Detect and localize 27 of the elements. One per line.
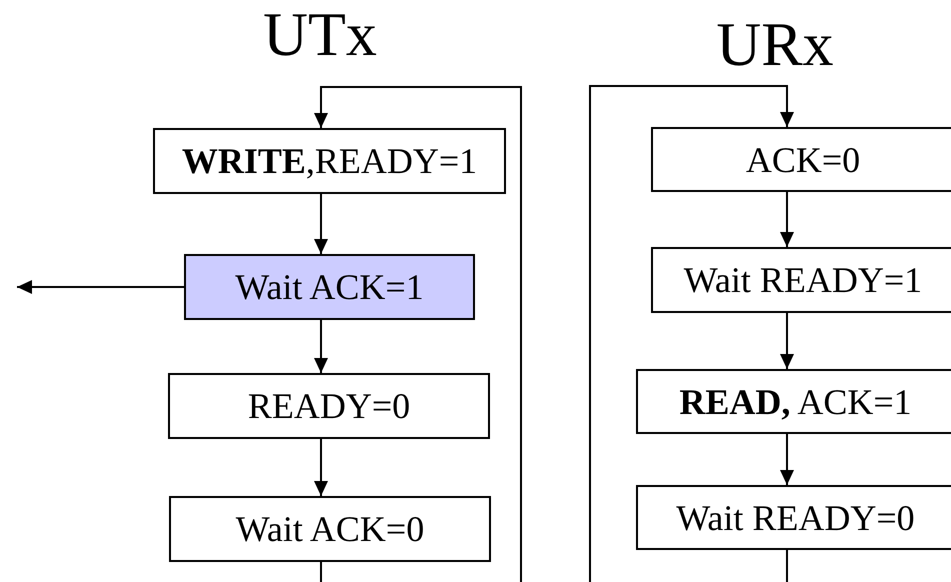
process-box: [651, 247, 951, 313]
arrow: [314, 86, 522, 582]
arrow: [314, 439, 328, 496]
step-text: Wait ACK=1: [235, 269, 424, 305]
arrow: [314, 320, 328, 373]
arrow: [589, 85, 794, 582]
arrow: [780, 313, 794, 369]
process-box: [651, 127, 951, 192]
step-text: ACK=0: [746, 142, 860, 178]
process-box: [636, 485, 951, 550]
step-text: Wait READY=1: [684, 262, 922, 298]
step-text: Wait ACK=0: [236, 511, 424, 547]
process-box: [169, 496, 491, 562]
arrow: [780, 192, 794, 247]
arrow: [314, 194, 328, 254]
process-box: [184, 254, 475, 320]
process-box: [636, 369, 951, 434]
step-text: READY=0: [248, 388, 410, 424]
column-title: URx: [716, 14, 834, 76]
process-box: [168, 373, 490, 439]
step-text: Wait READY=0: [676, 500, 915, 536]
step-text: READ, ACK=1: [679, 384, 912, 420]
column-title: UTx: [263, 4, 377, 66]
arrow: [17, 280, 184, 294]
process-box: [153, 128, 506, 194]
step-text: WRITE,READY=1: [182, 143, 478, 179]
arrow: [780, 434, 794, 485]
